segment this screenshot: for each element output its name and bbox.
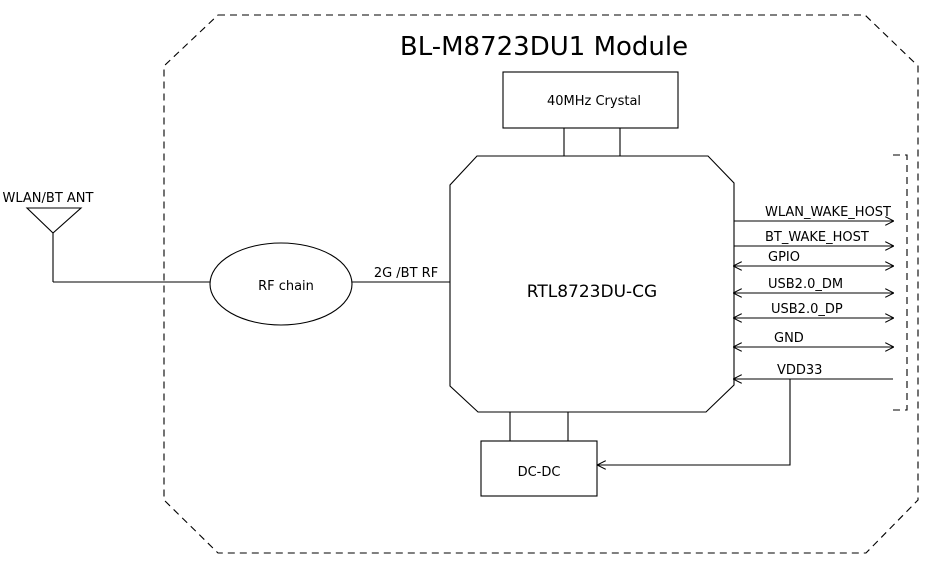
signal-label: WLAN_WAKE_HOST (765, 205, 891, 220)
signal-label: VDD33 (777, 363, 822, 378)
chip-label: RTL8723DU-CG (527, 282, 657, 302)
vdd33-to-dcdc-arrow (598, 379, 791, 465)
crystal-label: 40MHz Crystal (547, 94, 641, 109)
antenna-label: WLAN/BT ANT (3, 191, 94, 206)
dcdc-block: DC-DC (480, 440, 598, 497)
chip-block: RTL8723DU-CG (449, 155, 735, 413)
rf-chain-label: RF chain (258, 279, 314, 294)
signal-label: GPIO (768, 250, 800, 265)
signal-label: USB2.0_DP (771, 302, 843, 317)
dcdc-label: DC-DC (518, 465, 561, 480)
module-boundary (163, 14, 919, 554)
connector-bracket (893, 154, 908, 411)
host-signals: WLAN_WAKE_HOST BT_WAKE_HOST GPIO USB2.0_DM U… (734, 205, 893, 379)
signal-label: BT_WAKE_HOST (765, 230, 869, 245)
module-title: BL-M8723DU1 Module (400, 32, 688, 62)
signal-label: GND (774, 331, 804, 346)
crystal-block: 40MHz Crystal (502, 71, 679, 129)
rf-chain-block: RF chain (209, 242, 353, 326)
rf-link-label: 2G /BT RF (374, 266, 438, 281)
antenna-icon (25, 207, 210, 283)
signal-label: USB2.0_DM (768, 277, 843, 292)
